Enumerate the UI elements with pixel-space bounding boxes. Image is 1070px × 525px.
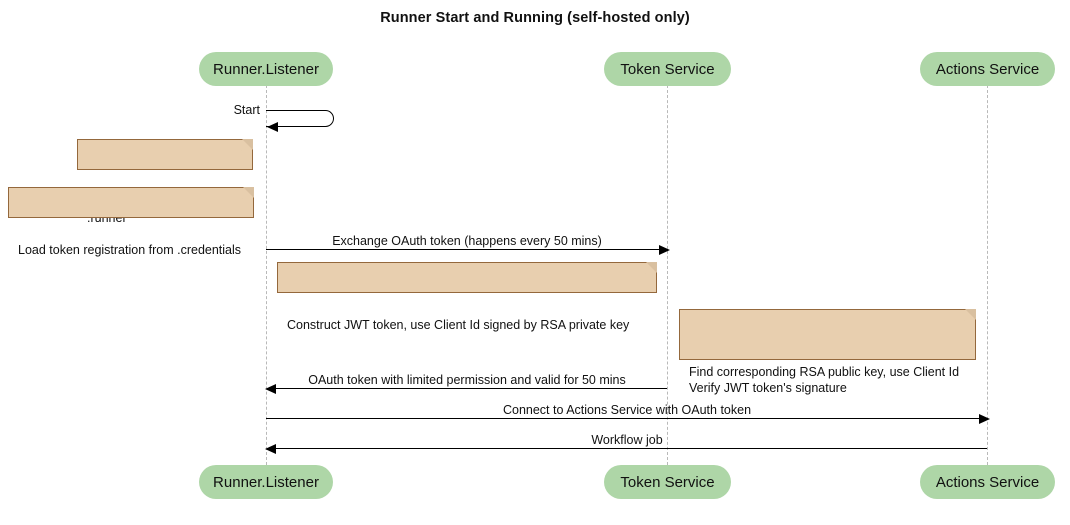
arrowhead-exchange-oauth-token <box>659 245 670 255</box>
message-label-exchange-oauth-token: Exchange OAuth token (happens every 50 m… <box>332 234 602 248</box>
message-label-workflow-job: Workflow job <box>591 433 663 447</box>
note-load-token-registration: Load token registration from .credential… <box>8 187 254 257</box>
participant-token-service-bottom[interactable]: Token Service <box>604 465 731 499</box>
note-fold-edge-icon <box>241 139 253 151</box>
note-find-rsa-public-key: Find corresponding RSA public key, use C… <box>679 309 976 395</box>
message-label-connect-to-actions-service: Connect to Actions Service with OAuth to… <box>502 403 752 417</box>
participant-token-service-top[interactable]: Token Service <box>604 52 731 86</box>
message-label-oauth-token-limited-permission: OAuth token with limited permission and … <box>308 373 626 387</box>
message-arrow-workflow-job <box>274 448 987 449</box>
participant-runner-listener-top[interactable]: Runner.Listener <box>199 52 333 86</box>
note-fold-edge-icon <box>645 262 657 274</box>
note-text: Construct JWT token, use Client Id signe… <box>287 318 630 332</box>
arrowhead-start <box>267 122 278 132</box>
participant-label: Token Service <box>620 60 715 78</box>
participant-label: Runner.Listener <box>213 473 319 491</box>
participant-label: Actions Service <box>935 473 1040 491</box>
arrowhead-oauth-token-limited-permission <box>265 384 276 394</box>
participant-label: Token Service <box>620 473 715 491</box>
note-text: Find corresponding RSA public key, use C… <box>689 365 960 395</box>
lifeline-actions-service <box>987 85 988 465</box>
message-label-start: Start <box>233 103 260 117</box>
participant-runner-listener-bottom[interactable]: Runner.Listener <box>199 465 333 499</box>
participant-actions-service-bottom[interactable]: Actions Service <box>920 465 1055 499</box>
self-message-arrow-start <box>266 110 334 127</box>
arrowhead-workflow-job <box>265 444 276 454</box>
note-load-config-info: Load config info from .runner <box>77 139 253 225</box>
message-arrow-connect-to-actions-service <box>266 418 980 419</box>
participant-label: Runner.Listener <box>213 60 319 78</box>
message-arrow-exchange-oauth-token <box>266 249 660 250</box>
note-fold-edge-icon <box>964 309 976 321</box>
note-fold-edge-icon <box>242 187 254 199</box>
note-construct-jwt-token: Construct JWT token, use Client Id signe… <box>277 262 657 332</box>
participant-label: Actions Service <box>935 60 1040 78</box>
arrowhead-connect-to-actions-service <box>979 414 990 424</box>
lifeline-runner-listener <box>266 85 267 465</box>
lifeline-token-service <box>667 85 668 465</box>
diagram-title: Runner Start and Running (self-hosted on… <box>380 10 690 26</box>
note-text: Load token registration from .credential… <box>18 243 242 257</box>
message-arrow-oauth-token-limited-permission <box>274 388 667 389</box>
participant-actions-service-top[interactable]: Actions Service <box>920 52 1055 86</box>
